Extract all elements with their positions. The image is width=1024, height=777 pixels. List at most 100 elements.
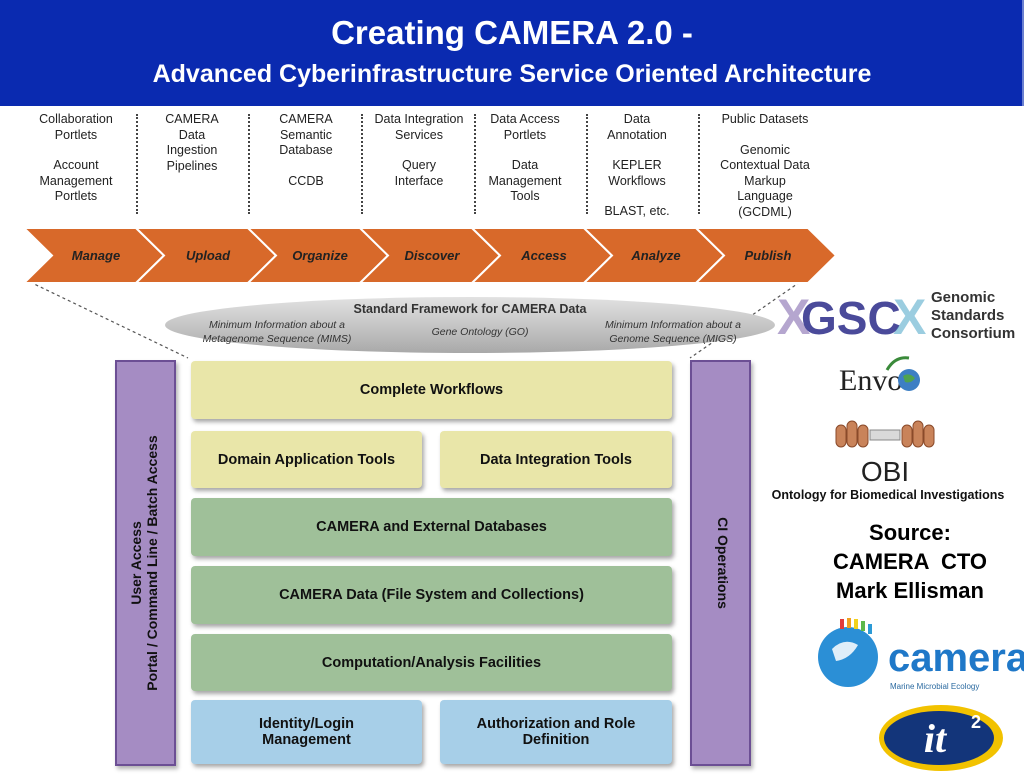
migs-line-1: Minimum Information about a [605,319,741,331]
stage-item: Semantic [279,127,333,142]
column-divider [586,114,588,214]
gsc-x-mark-right: X [893,289,926,344]
stage-item: Markup [744,173,786,188]
stage-item: Data [511,158,539,172]
gsc-letters: GSC [801,292,901,344]
chevron-label-organize: Organize [292,248,348,263]
it2-text: it [924,716,948,761]
source-credit: Source: CAMERA CTO Mark Ellisman [790,518,1024,605]
stage-item: Genomic [739,142,791,157]
stage-item: Account [53,158,99,172]
stage-item: Tools [510,189,540,203]
mims-line-2: Metagenome Sequence (MIMS) [203,333,352,345]
chevron-label-analyze: Analyze [630,248,680,263]
camera-rays [840,618,872,634]
user-access-subtitle: Portal / Command Line / Batch Access [144,435,160,691]
stage-item: CCDB [288,173,324,188]
authorization-box: Authorization and Role Definition [440,700,672,764]
domain-application-tools-box: Domain Application Tools [191,431,422,488]
stage-item: Data Integration [374,112,464,126]
chevron-label-manage: Manage [72,248,120,263]
stage-item: Language [737,189,793,203]
stage-item: Management [488,173,562,188]
stage-item: BLAST, etc. [604,204,670,218]
it2-superscript: 2 [971,712,981,732]
gsc-x-mark-left: X [777,289,810,344]
stage-item: Data Access [490,112,560,126]
envo-text: Envo [839,364,902,397]
stage-item: Ingestion [166,143,218,157]
gsc-name-3: Consortium [931,325,1015,342]
column-divider [474,114,476,214]
chevron-label-discover: Discover [405,248,461,263]
chevron-label-upload: Upload [186,248,231,263]
ci-operations-label: CI Operations [715,517,731,609]
obi-connector [869,429,901,441]
migs-line-2: Genome Sequence (MIGS) [609,333,736,345]
stage-item: Workflows [608,173,666,188]
stage-item: Database [279,143,333,157]
gsc-name-2: Standards [931,307,1004,324]
user-access-title: User Access [128,521,144,605]
obi-logo: OBI [835,420,935,487]
camera-tagline: Marine Microbial Ecology [890,682,979,691]
stage-item: Portlets [54,189,98,203]
source-line-1: Source: [869,520,951,545]
stage-item: Portlets [54,127,98,142]
chevron-publish [693,227,838,284]
gene-ontology: Gene Ontology (GO) [432,326,529,338]
databases-box: CAMERA and External Databases [191,498,672,556]
gsc-name-1: Genomic [931,289,995,306]
column-divider [698,114,700,214]
stage-item: Data [178,127,206,142]
framework-title: Standard Framework for CAMERA Data [354,302,588,316]
camera-globe-icon [818,627,878,687]
connector-left [29,281,189,359]
obi-text: OBI [861,456,909,487]
ci-operations-bar: CI Operations [690,360,751,766]
stage-item: Management [39,173,113,188]
camera-data-box: CAMERA Data (File System and Collections… [191,566,672,624]
envo-leaf-stem [885,356,910,371]
stage-item: Portlets [503,127,547,142]
envo-logo: Envo [839,356,920,397]
title-line-2: Advanced Cyberinfrastructure Service Ori… [152,60,872,88]
camera-logo: camera Marine Microbial Ecology [818,618,1024,691]
it2-logo: it 2 [879,705,1003,771]
envo-globe-land [903,374,915,383]
user-access-bar: User Access Portal / Command Line / Batc… [115,360,176,766]
stage-item: Interface [394,173,444,188]
complete-workflows-box: Complete Workflows [191,361,672,419]
stage-item: CAMERA [279,112,333,126]
title-line-1: Creating CAMERA 2.0 - [331,14,693,51]
stage-item: Public Datasets [721,112,809,126]
stage-item: Data [623,112,651,126]
stage-item: Query [401,158,437,172]
computation-box: Computation/Analysis Facilities [191,634,672,691]
stage-item: (GCDML) [738,204,792,219]
camera-globe-land [832,641,858,661]
stage-item: KEPLER [612,158,662,172]
stage-item: Contextual Data [720,158,810,172]
chevron-row: Manage Upload Organize Discover Access Analyz… [21,227,838,284]
identity-login-box: Identity/Login Management [191,700,422,764]
column-divider [136,114,138,214]
stage-item: Collaboration [39,112,113,126]
obi-caption: Ontology for Biomedical Investigations [771,488,1005,502]
title-bar [0,0,1024,106]
gsc-logo: X GSC X Genomic Standards Consortium [777,289,1015,344]
framework-ellipse [165,297,775,353]
chevron-label-publish: Publish [745,248,792,263]
column-divider [248,114,250,214]
source-line-3: Mark Ellisman [836,578,984,603]
chevron-label-access: Access [520,248,567,263]
user-access-label: User Access Portal / Command Line / Batc… [120,363,168,763]
